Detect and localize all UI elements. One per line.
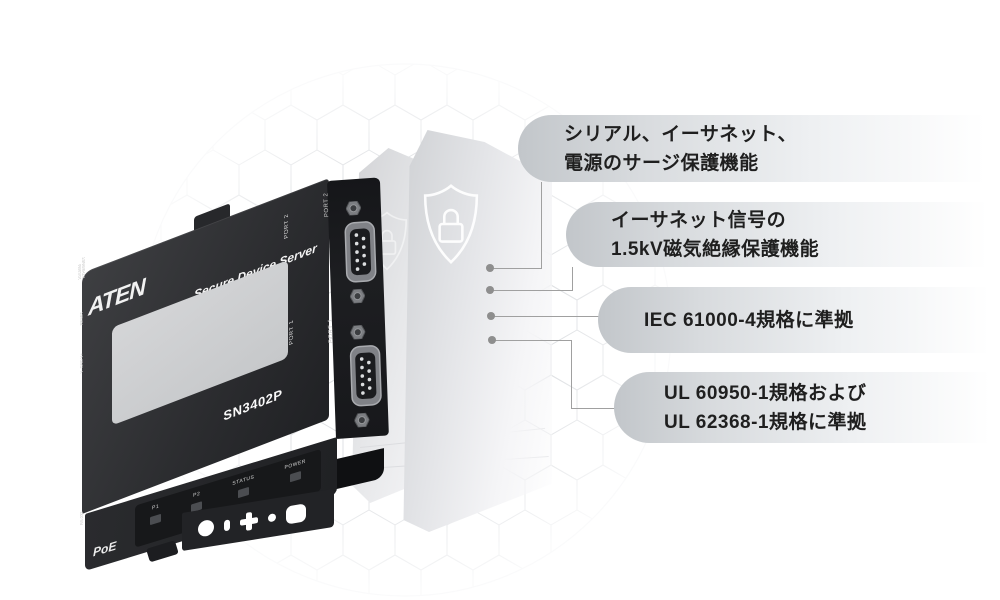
led-indicator [237,486,249,499]
callout-text: 1.5kV磁気絶縁保護機能 [611,238,820,260]
callout-text: UL 62368-1規格に準拠 [664,411,867,433]
top-edge-port2-label: PORT 2 [284,212,290,240]
callout-connector-line [572,267,573,291]
callout-connector-line [541,182,542,268]
callout-text: IEC 61000-4規格に準拠 [644,309,854,331]
bracket-hole [286,503,306,525]
edge-label-power-terminal: V- GND V+ [79,352,84,375]
bracket-hole [240,511,258,532]
hex-nut-icon [350,324,366,340]
callout-dot [486,264,494,272]
callout-magnetic-isolation: イーサネット信号の 1.5kV磁気絶縁保護機能 [566,202,1000,267]
callout-connector-line [491,316,599,317]
bracket-hole [224,518,230,531]
bracket-hole [268,513,276,523]
callout-ul-compliance: UL 60950-1規格および UL 62368-1規格に準拠 [614,372,1000,443]
callout-iec-compliance: IEC 61000-4規格に準拠 [598,287,1000,353]
poe-logo: PoE [93,538,117,560]
panel-port2-label: PORT 2 [323,192,331,218]
callout-connector-line [490,290,573,291]
callout-text: シリアル、イーサネット、 [564,123,798,145]
led-label: P2 [193,490,201,499]
callout-connector-line [571,408,615,409]
callout-dot [487,312,495,320]
callout-text: UL 60950-1規格および [664,382,867,404]
led-p1: P1 [150,503,162,543]
hex-nut-icon [354,412,370,428]
callout-text: 電源のサージ保護機能 [564,152,759,174]
led-indicator [289,471,301,483]
shield-lock-icon [423,184,479,265]
led-label: STATUS [232,474,255,487]
bracket-hole [198,518,214,538]
edge-label-ethernet-2: ETHERNET [81,255,86,280]
callout-dot [488,336,496,344]
panel-port1-label: PORT 1 [327,318,335,344]
hex-nut-icon [349,288,366,304]
serial-port-panel: PORT 2 PORT 1 [323,177,389,439]
callout-dot [486,286,494,294]
callout-connector-line [490,268,542,269]
callout-connector-line [492,340,572,341]
edge-label-serial: RS-232 [79,510,84,526]
callout-text: イーサネット信号の [611,209,787,231]
callout-surge-protection: シリアル、イーサネット、 電源のサージ保護機能 [518,115,1000,182]
led-indicator [150,513,162,526]
led-label: P1 [152,503,160,512]
edge-label-reset: RESET [79,310,84,327]
security-pane-front [403,130,552,532]
aten-logo: ATEN [88,272,145,321]
top-edge-port1-label: PORT 1 [289,318,295,346]
callout-connector-line [571,340,572,409]
hex-nut-icon [345,200,362,216]
led-label: POWER [284,458,306,471]
